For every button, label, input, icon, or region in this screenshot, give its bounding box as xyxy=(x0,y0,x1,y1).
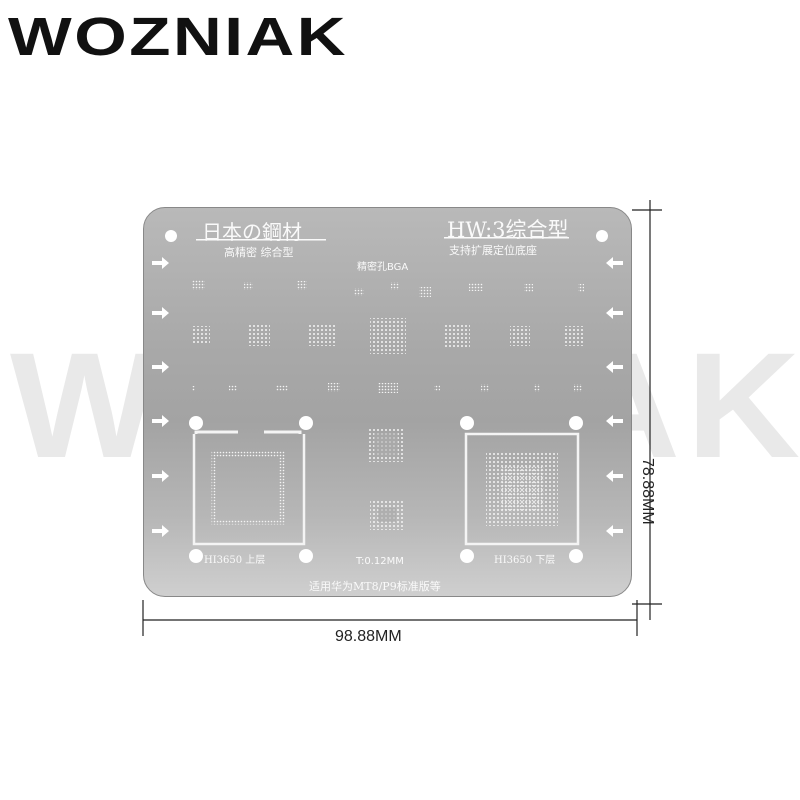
bga-stencil-plate: 日本の鋼材 高精密 综合型 HW:3综合型 支持扩展定位底座 精密孔BGA HI… xyxy=(143,207,632,597)
right-arrows xyxy=(606,257,623,537)
stencil-jp-subtitle: 高精密 综合型 xyxy=(224,246,294,259)
stencil-pattern xyxy=(152,230,623,563)
stencil-bga-label: 精密孔BGA xyxy=(357,262,409,273)
stencil-thickness-label: T:0.12MM xyxy=(356,556,404,567)
width-dimension-label: 98.88MM xyxy=(335,628,402,645)
stencil-hw-subtitle: 支持扩展定位底座 xyxy=(449,244,537,257)
stencil-jp-title: 日本の鋼材 xyxy=(202,220,302,244)
left-bga-site xyxy=(189,416,313,563)
stencil-compat-label: 适用华为MT8/P9标准版等 xyxy=(309,580,441,593)
height-dimension-label: 78.88MM xyxy=(639,458,656,525)
left-arrows xyxy=(152,257,169,537)
corner-hole xyxy=(596,230,608,242)
brand-logo: WOZNIAK xyxy=(8,7,348,67)
stencil-hw-title: HW:3综合型 xyxy=(447,218,569,242)
stencil-left-label: HI3650 上层 xyxy=(204,555,266,566)
stencil-right-label: HI3650 下层 xyxy=(494,555,556,566)
right-bga-site xyxy=(460,416,583,563)
corner-hole xyxy=(165,230,177,242)
